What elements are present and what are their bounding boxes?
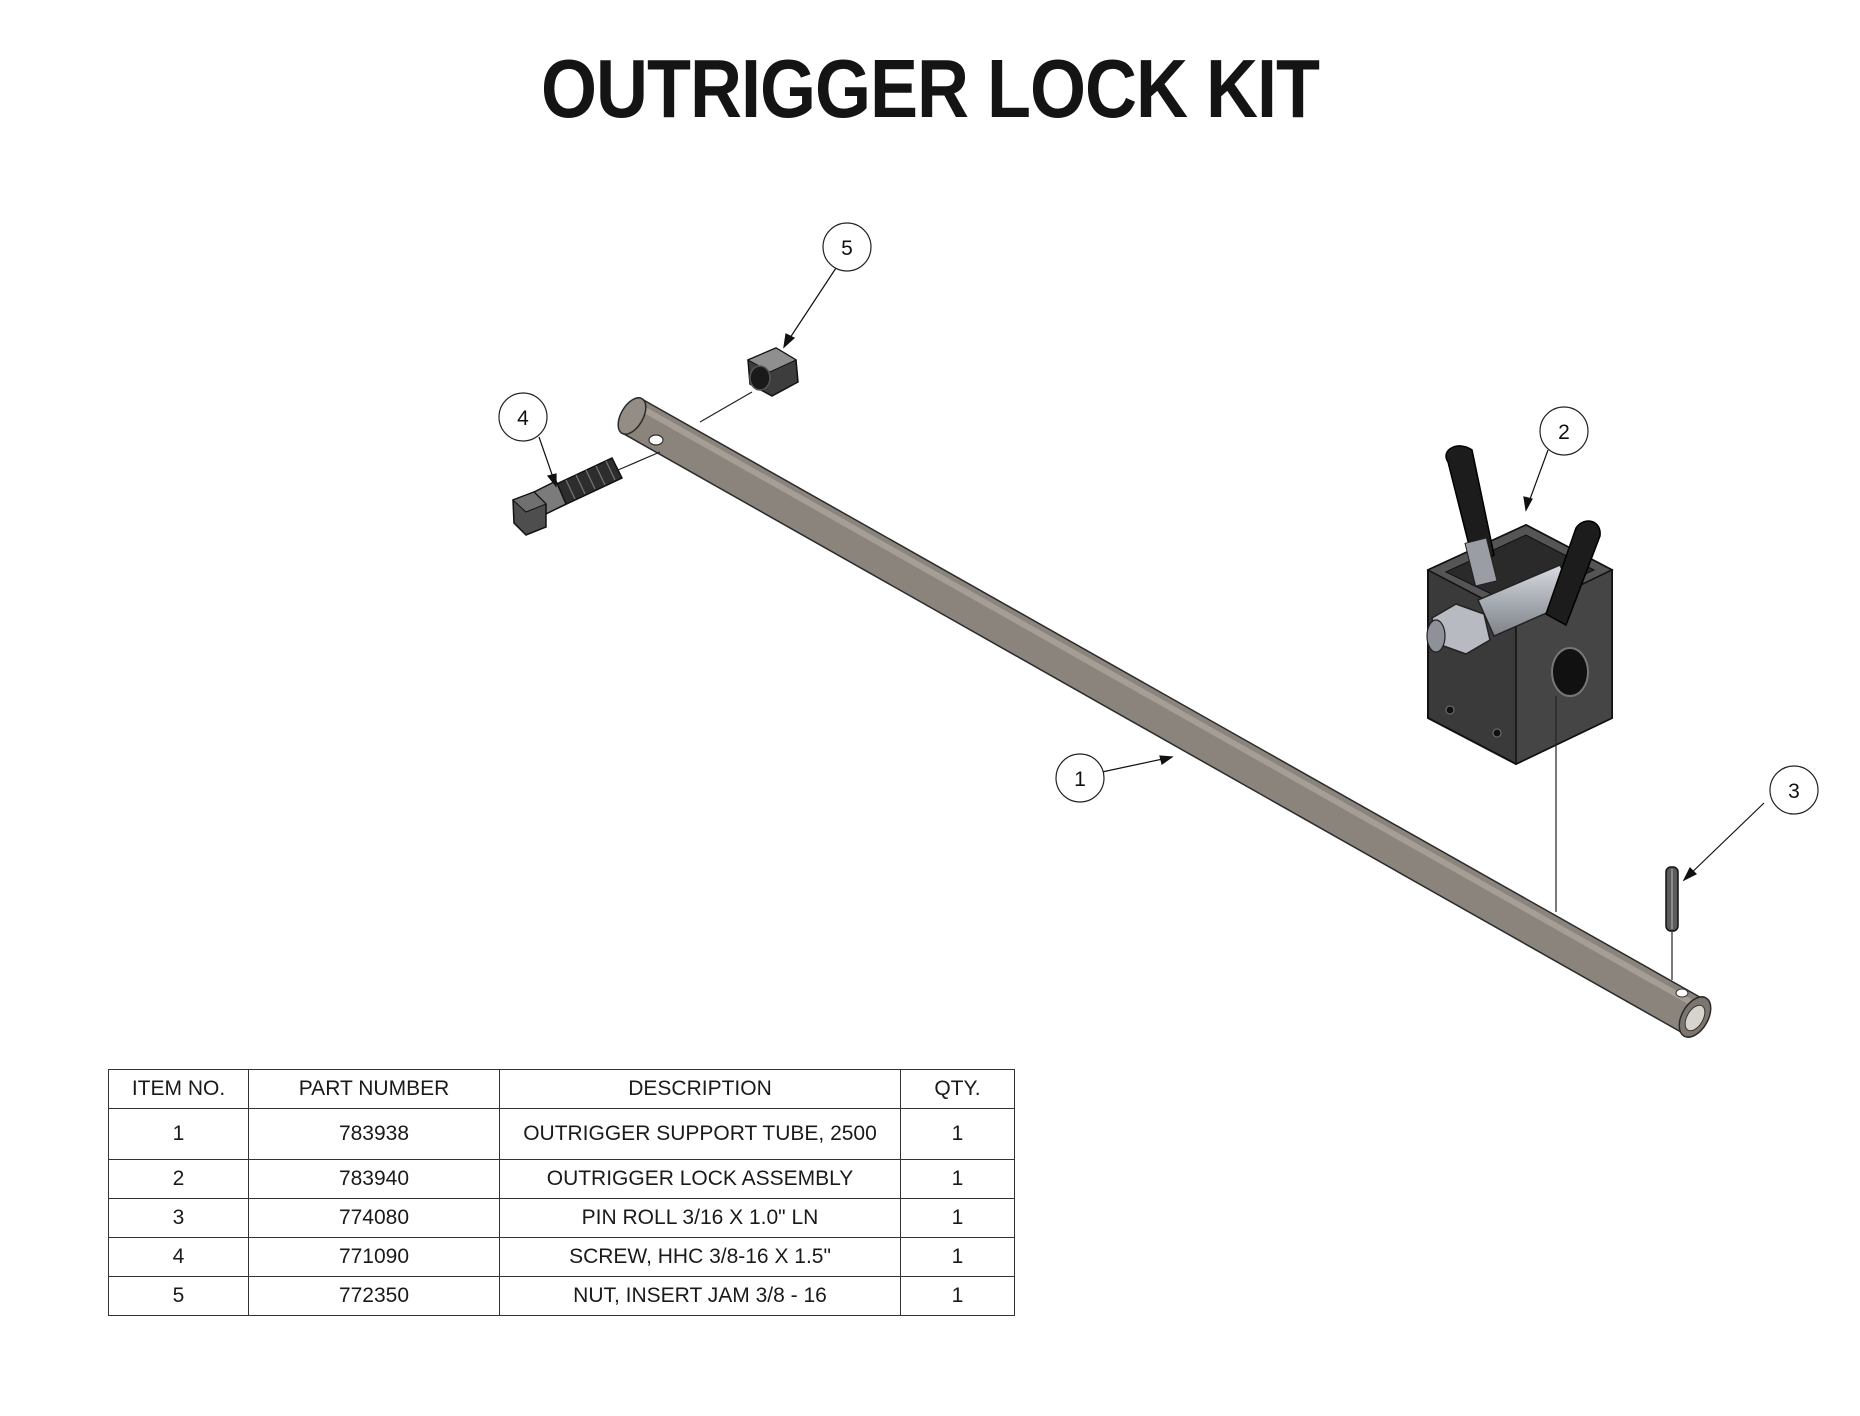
assembly-lines bbox=[617, 391, 1673, 980]
balloon-3-label: 3 bbox=[1788, 780, 1800, 803]
cell-description: NUT, INSERT JAM 3/8 - 16 bbox=[499, 1276, 901, 1316]
cell-qty: 1 bbox=[900, 1237, 1015, 1277]
cell-part-number: 772350 bbox=[248, 1276, 500, 1316]
cell-item: 1 bbox=[108, 1108, 249, 1160]
balloon-5: 5 bbox=[822, 222, 872, 272]
cell-item: 3 bbox=[108, 1198, 249, 1238]
cell-item: 5 bbox=[108, 1276, 249, 1316]
cell-description: OUTRIGGER SUPPORT TUBE, 2500 bbox=[499, 1108, 901, 1160]
table-row: 4 771090 SCREW, HHC 3/8-16 X 1.5" 1 bbox=[108, 1237, 1015, 1277]
lock-assembly bbox=[1426, 445, 1614, 766]
balloon-3: 3 bbox=[1769, 765, 1819, 815]
cell-part-number: 771090 bbox=[248, 1237, 500, 1277]
hex-screw bbox=[512, 457, 624, 536]
bill-of-materials-table: ITEM NO. PART NUMBER DESCRIPTION QTY. 1 … bbox=[108, 1069, 1015, 1316]
page-title: OUTRIGGER LOCK KIT bbox=[541, 43, 1320, 136]
cell-qty: 1 bbox=[900, 1159, 1015, 1199]
table-row: 1 783938 OUTRIGGER SUPPORT TUBE, 2500 1 bbox=[108, 1108, 1015, 1160]
table-header-row: ITEM NO. PART NUMBER DESCRIPTION QTY. bbox=[108, 1069, 1015, 1109]
cell-part-number: 783938 bbox=[248, 1108, 500, 1160]
support-tube bbox=[617, 396, 1712, 1038]
col-item-no: ITEM NO. bbox=[108, 1069, 249, 1109]
leader-lines bbox=[538, 267, 1765, 882]
table-row: 2 783940 OUTRIGGER LOCK ASSEMBLY 1 bbox=[108, 1159, 1015, 1199]
balloon-2: 2 bbox=[1539, 406, 1589, 456]
cell-qty: 1 bbox=[900, 1108, 1015, 1160]
balloon-4-label: 4 bbox=[517, 407, 529, 430]
jam-nut bbox=[746, 347, 799, 397]
balloon-1: 1 bbox=[1055, 753, 1105, 803]
cell-qty: 1 bbox=[900, 1276, 1015, 1316]
cell-description: PIN ROLL 3/16 X 1.0" LN bbox=[499, 1198, 901, 1238]
balloon-2-label: 2 bbox=[1558, 421, 1570, 444]
cell-item: 2 bbox=[108, 1159, 249, 1199]
col-qty: QTY. bbox=[900, 1069, 1015, 1109]
cell-qty: 1 bbox=[900, 1198, 1015, 1238]
table-row: 5 772350 NUT, INSERT JAM 3/8 - 16 1 bbox=[108, 1276, 1015, 1316]
col-description: DESCRIPTION bbox=[499, 1069, 901, 1109]
balloon-4: 4 bbox=[498, 392, 548, 442]
balloon-5-label: 5 bbox=[841, 237, 853, 260]
col-part-number: PART NUMBER bbox=[248, 1069, 500, 1109]
balloon-1-label: 1 bbox=[1074, 768, 1086, 791]
table-row: 3 774080 PIN ROLL 3/16 X 1.0" LN 1 bbox=[108, 1198, 1015, 1238]
cell-part-number: 774080 bbox=[248, 1198, 500, 1238]
cell-description: SCREW, HHC 3/8-16 X 1.5" bbox=[499, 1237, 901, 1277]
cell-description: OUTRIGGER LOCK ASSEMBLY bbox=[499, 1159, 901, 1199]
cell-part-number: 783940 bbox=[248, 1159, 500, 1199]
roll-pin bbox=[1665, 866, 1679, 932]
cell-item: 4 bbox=[108, 1237, 249, 1277]
